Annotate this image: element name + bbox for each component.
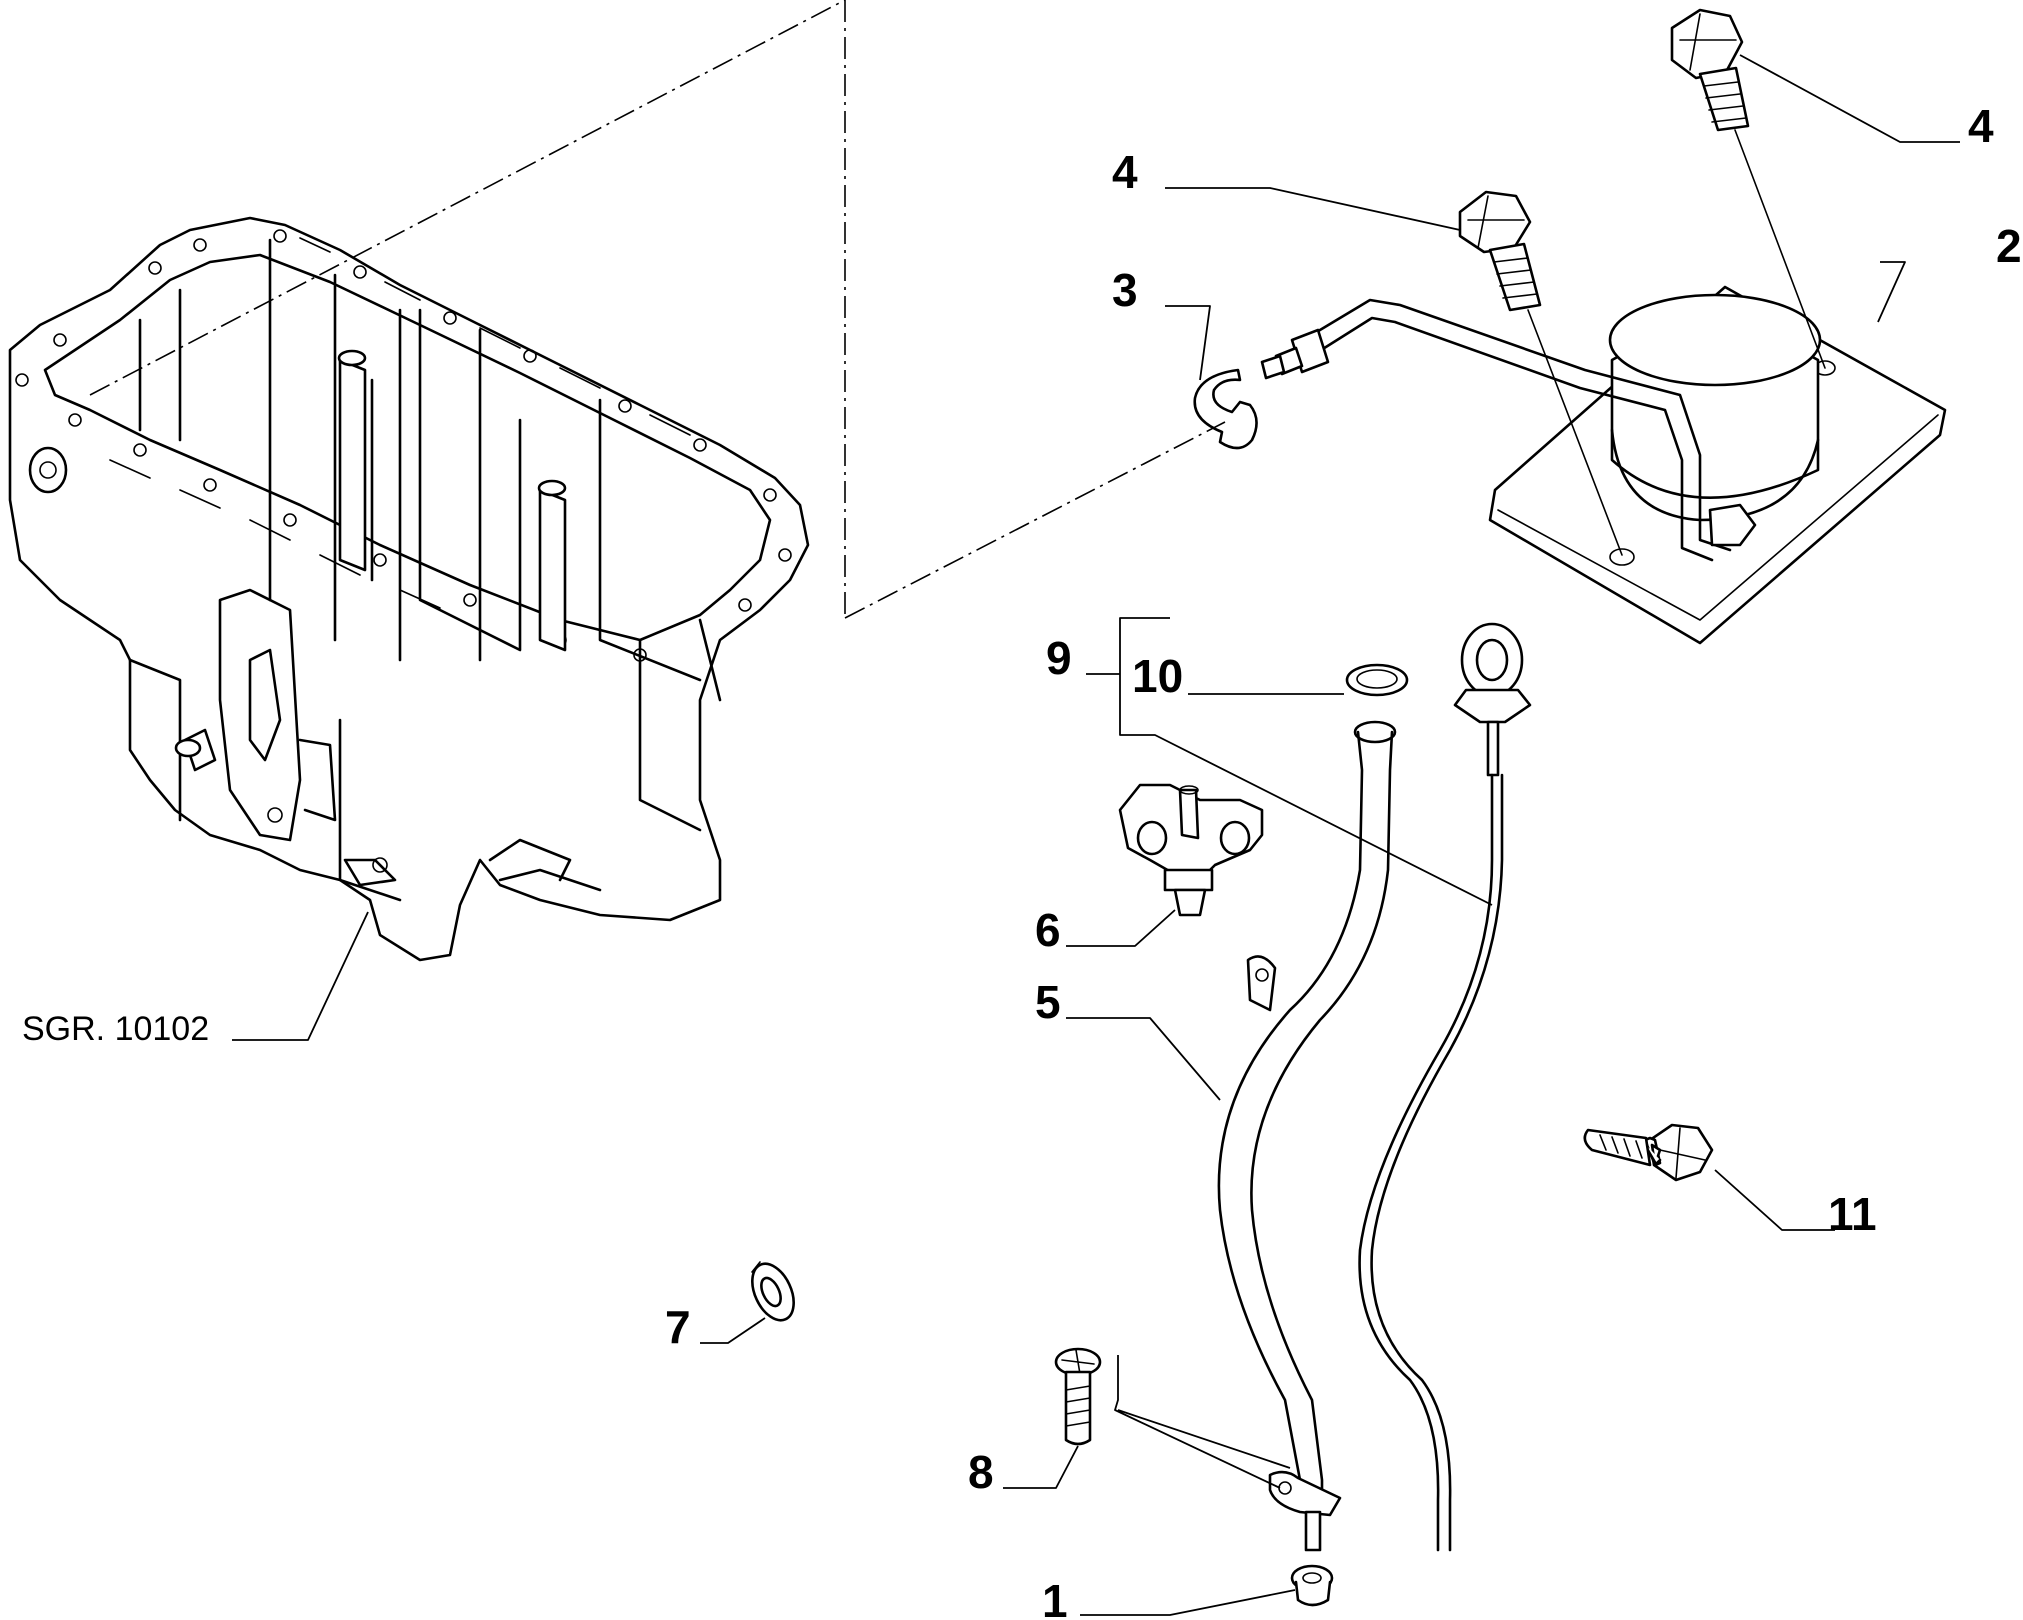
callout-4-lower: 4 bbox=[1112, 146, 1138, 198]
leader-9 bbox=[1086, 617, 1493, 906]
guide-tube-part-5 bbox=[1217, 720, 1397, 1552]
leader-8 bbox=[1003, 1445, 1079, 1489]
bolt-part-4-upper bbox=[1670, 8, 1750, 132]
group-reference-label: SGR. 10102 bbox=[22, 1010, 209, 1048]
leader-6 bbox=[1066, 909, 1176, 947]
screw-part-8 bbox=[1054, 1347, 1102, 1446]
leader-5 bbox=[1066, 1017, 1221, 1101]
oil-sump bbox=[8, 216, 810, 962]
leader-4-lower bbox=[1165, 187, 1461, 231]
callout-10: 10 bbox=[1132, 650, 1183, 702]
seal-ring-part-10 bbox=[1345, 663, 1409, 697]
callout-1: 1 bbox=[1042, 1575, 1068, 1620]
bolt-part-11 bbox=[1583, 1123, 1714, 1182]
bolt-part-4-lower bbox=[1458, 190, 1542, 312]
bolt-axis-upper bbox=[1734, 129, 1826, 369]
leader-sgr bbox=[232, 911, 369, 1041]
callout-5: 5 bbox=[1035, 976, 1061, 1028]
assembly-lines bbox=[89, 0, 1226, 619]
leader-8-group bbox=[1114, 1355, 1291, 1489]
callout-3: 3 bbox=[1112, 264, 1138, 316]
clip-part-6 bbox=[1118, 783, 1264, 917]
oil-pump-pickup-part-2 bbox=[1260, 285, 1947, 645]
callout-8: 8 bbox=[968, 1446, 994, 1498]
callout-11: 11 bbox=[1828, 1188, 1877, 1240]
leader-4-upper bbox=[1739, 54, 1960, 143]
leader-11 bbox=[1714, 1169, 1835, 1231]
callout-7: 7 bbox=[665, 1301, 691, 1353]
circlip-part-3 bbox=[1193, 368, 1258, 450]
leader-lines bbox=[232, 54, 1960, 1616]
leader-7 bbox=[700, 1317, 766, 1344]
leader-2 bbox=[1877, 261, 1906, 323]
callout-9: 9 bbox=[1046, 632, 1072, 684]
bolt-axis-lower bbox=[1527, 309, 1623, 556]
lock-washer-part-7 bbox=[751, 1261, 795, 1322]
plug-part-1 bbox=[1290, 1564, 1334, 1607]
leader-3 bbox=[1165, 305, 1211, 381]
dipstick-part-9 bbox=[1358, 622, 1532, 1552]
callout-labels: 4 4 2 3 9 10 6 5 7 8 1 11 SGR. 10102 bbox=[22, 100, 2022, 1620]
callout-4-upper: 4 bbox=[1968, 100, 1994, 152]
callout-2: 2 bbox=[1996, 220, 2022, 272]
leader-1 bbox=[1080, 1589, 1296, 1616]
callout-6: 6 bbox=[1035, 904, 1061, 956]
